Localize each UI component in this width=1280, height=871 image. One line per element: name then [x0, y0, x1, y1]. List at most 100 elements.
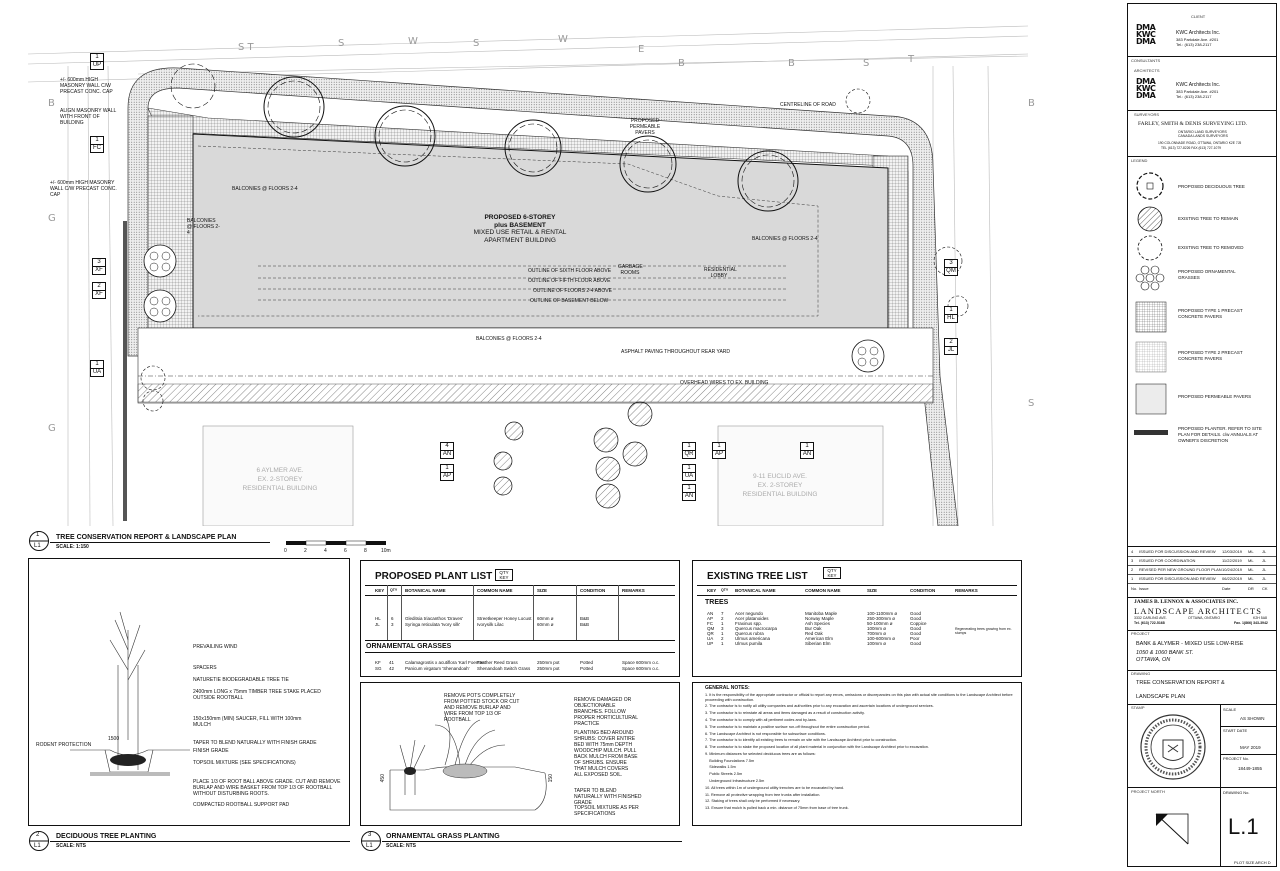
general-note: 1. It is the responsibility of the appro…: [705, 693, 1014, 702]
cell: 6: [391, 616, 394, 621]
existing-tree-cell: 1: [721, 621, 724, 626]
tag-key: QR: [684, 451, 694, 457]
building-title-2: plus BASEMENT: [494, 221, 546, 229]
cell: Streetkeeper Honey Locust: [477, 616, 532, 621]
tag-qty: 1: [683, 485, 695, 493]
existing-tree-cell: 50-100mm ø: [867, 621, 893, 626]
surveyor-sub2: CANADA LANDS SURVEYORS: [1178, 134, 1228, 138]
scalebar-tick: 0: [284, 548, 287, 554]
section2-title: DECIDUOUS TREE PLANTING: [56, 833, 157, 840]
svg-text:W: W: [408, 36, 418, 47]
general-notes: GENERAL NOTES: 1. It is the responsibili…: [692, 682, 1022, 826]
la-addr2: OTTAWA, ONTARIO: [1188, 616, 1221, 620]
outline-fifth: OUTLINE OF FIFTH FLOOR ABOVE: [528, 278, 611, 284]
building-left-1: 6 AYLMER AVE.: [256, 467, 304, 474]
revision-cell: ML: [1248, 567, 1254, 572]
existing-tree-cell: 2: [721, 616, 724, 621]
grasses-line2: [365, 652, 675, 653]
col-line: [387, 585, 388, 640]
existing-tree-cell: Poor: [910, 636, 920, 641]
revision-line: [1128, 583, 1276, 584]
svg-text:B: B: [788, 58, 795, 69]
existing-header: SIZE: [867, 588, 878, 593]
tag-qty: 1: [441, 465, 453, 473]
existing-tree-cell: 250-300mm ø: [867, 616, 896, 621]
la-seal-icon: [1140, 714, 1206, 780]
projno-label: PROJECT No.: [1223, 756, 1249, 761]
north-arrow-icon: [1155, 813, 1189, 845]
general-note: 12. Staking of trees shall only be perfo…: [705, 799, 801, 804]
proposed-header-line: [365, 585, 675, 586]
svg-text:E: E: [638, 44, 644, 55]
client-addr: 383 Parkdale Ave. #201: [1176, 37, 1219, 42]
surveyor-sub1: ONTARIO LAND SURVEYORS: [1178, 130, 1227, 134]
cell: Potted: [580, 666, 594, 671]
existing-tree-cell: 100-600mm ø: [867, 636, 896, 641]
balconies-right: BALCONIES @ FLOORS 2-4: [752, 236, 818, 242]
proposed-row: Streetkeeper Honey Locust: [477, 616, 532, 622]
revision-line: [1128, 565, 1276, 566]
section2-sheet: L1: [34, 843, 41, 849]
cell: B&B: [580, 616, 590, 621]
tag-qty: 1: [945, 307, 957, 315]
general-note: 2. The contractor is to notify all utili…: [705, 704, 934, 709]
existing-tree-list: EXISTING TREE LIST QTY KEY KEY QTY BOTAN…: [692, 560, 1022, 677]
existing-header: QTY: [721, 588, 729, 592]
start-row: [1220, 754, 1276, 755]
client-tel: Tel.: (613) 238-2117: [1176, 42, 1212, 47]
general-note: 11. Remove all protective wrapping from …: [705, 792, 821, 797]
section1-sheet: L1: [34, 543, 41, 549]
legend-item: PROPOSED PERMEABLE PAVERS: [1178, 394, 1252, 399]
section3-rule: [382, 841, 682, 842]
scalebar-tick: 2: [304, 548, 307, 554]
building-right-3: RESIDENTIAL BUILDING: [742, 491, 818, 498]
svg-text:S: S: [863, 58, 869, 69]
revision-header: Issue: [1139, 586, 1149, 591]
detail2-note: PLACE 1/3 OF ROOT BALL ABOVE GRADE. CUT …: [193, 779, 341, 797]
col-line: [618, 585, 619, 640]
surveyor-name: FARLEY, SMITH & DENIS SURVEYING LTD.: [1138, 121, 1248, 127]
garbage-label: GARBAGE ROOMS: [618, 264, 643, 276]
existing-trees-title: TREES: [705, 599, 729, 606]
stamp-label: STAMP: [1131, 705, 1145, 710]
legend-item: PROPOSED TYPE 2 PRECAST CONCRETE PAVERS: [1178, 350, 1243, 361]
revision-cell: JL: [1262, 558, 1267, 563]
general-note: 8. The contractor is to stake the propos…: [705, 745, 929, 750]
scale-label: SCALE: [1223, 707, 1237, 712]
arch-name: KWC Architects Inc.: [1176, 82, 1221, 88]
tag-qty: 2: [945, 339, 957, 347]
tag-key: AN: [802, 451, 812, 457]
detail3-note-right: PLANTING BED AROUND SHRUBS: COVER ENTIRE…: [574, 730, 638, 778]
existing-tree-cell: 100mm ø: [867, 641, 887, 646]
building-title-1: PROPOSED 6-STOREY: [484, 214, 556, 221]
scalebar-tick: 10m: [381, 548, 391, 554]
legend-symbols: [1134, 172, 1168, 435]
proposed-header: COMMON NAME: [477, 588, 513, 593]
existing-tree-cell: Ulmus pumila: [735, 641, 763, 646]
existing-tree-cell: Acer platanoides: [735, 616, 769, 621]
tag-qty: 1: [683, 443, 695, 451]
svg-text:B: B: [48, 98, 55, 109]
detail2-note: FINISH GRADE: [193, 748, 229, 754]
revision-cell: 06/22/2019: [1222, 576, 1243, 581]
proposed-header: BOTANICAL NAME: [405, 588, 446, 593]
existing-tree-cell: Fraxinus spp.: [735, 621, 763, 626]
balconies-top: BALCONIES @ FLOORS 2-4: [232, 186, 298, 192]
asphalt-label: ASPHALT PAVING THROUGHOUT REAR YARD: [621, 349, 731, 355]
svg-text:T: T: [907, 54, 915, 65]
tb-row: [1128, 110, 1276, 111]
tag-qty: 1: [713, 443, 725, 451]
section1-title: TREE CONSERVATION REPORT & LANDSCAPE PLA…: [56, 534, 237, 541]
existing-tree-cell: Good: [910, 616, 922, 621]
cell: 42: [389, 666, 395, 671]
general-note: 6. The Landscape Architect is not respon…: [705, 731, 826, 736]
proposed-row: 60mm ø: [537, 622, 554, 628]
proposed-row: 3: [391, 622, 394, 628]
building-right: 9-11 EUCLID AVE. EX. 2-STOREY RESIDENTIA…: [730, 472, 830, 499]
revision-cell: 12/03/2019: [1222, 549, 1243, 554]
general-notes-list: 1. It is the responsibility of the appro…: [705, 693, 1015, 813]
cell: Ivorysilk Lilac: [477, 622, 504, 627]
